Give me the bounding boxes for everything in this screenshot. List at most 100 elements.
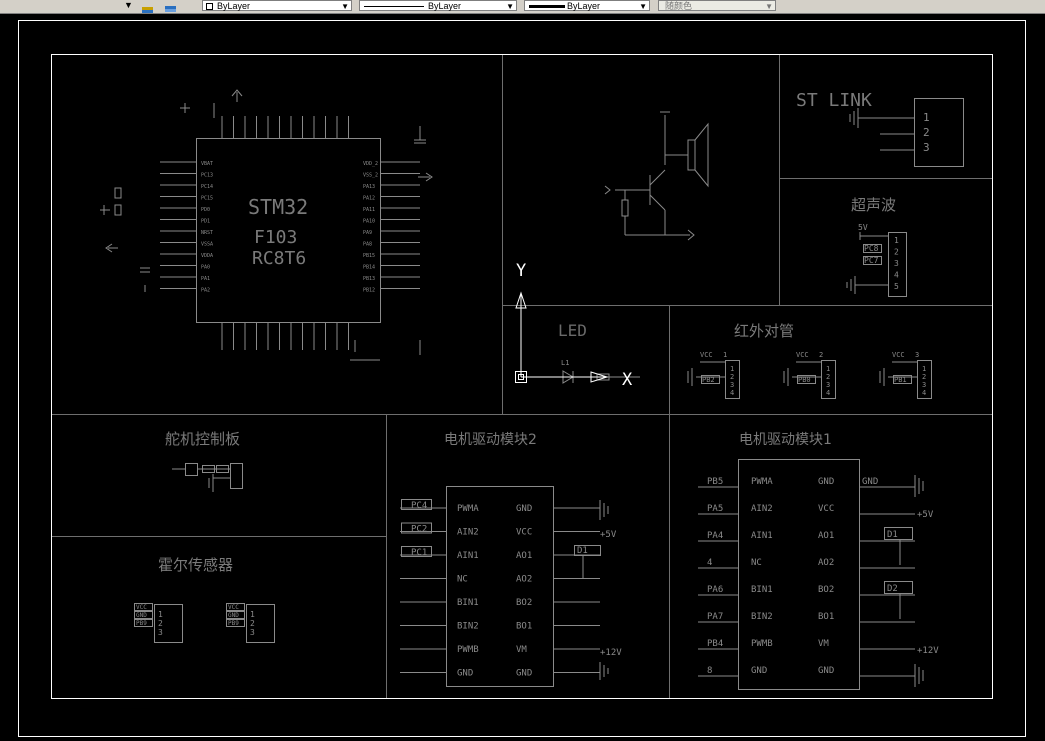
stlink-title: ST LINK <box>796 90 872 111</box>
hall-label: VCC <box>136 604 147 611</box>
frame-grid <box>52 55 992 698</box>
hall-label: PB9 <box>228 620 239 627</box>
hall-label-box <box>134 619 153 627</box>
hall-label: PB9 <box>136 620 147 627</box>
hall-pin-number: 2 <box>158 619 163 628</box>
ultrasonic-pin-number: 3 <box>894 259 899 268</box>
ultrasonic-pin-number: 5 <box>894 282 899 291</box>
ir-connector-body <box>917 360 932 399</box>
motor2-title: 电机驱动模块2 <box>444 432 537 448</box>
ir-signal-label: PB1 <box>894 376 907 384</box>
stlink-pin-number: 2 <box>923 126 930 139</box>
stlink-pin-number: 1 <box>923 111 930 124</box>
motor2-right-pin-label: BO1 <box>516 622 532 632</box>
mcu-block[interactable] <box>100 89 433 361</box>
mcu-left-pin-label: PD0 <box>201 207 210 213</box>
ir-signal-label: PB0 <box>798 376 811 384</box>
mcu-part-line2: RC8T6 <box>252 248 306 269</box>
ir-pin-number: 4 <box>826 389 830 397</box>
hall-connector-body <box>154 604 183 643</box>
hall-label-box <box>226 603 245 611</box>
motor2-body <box>446 486 554 687</box>
ultrasonic-title: 超声波 <box>851 196 896 214</box>
chevron-down-icon[interactable]: ▼ <box>639 2 647 11</box>
hall-pin-number: 3 <box>250 628 255 637</box>
ir-pin-number: 2 <box>730 373 734 381</box>
mcu-power-arrow <box>231 89 243 102</box>
motor1-right-pin-label: GND <box>818 666 834 676</box>
hall-label-box <box>134 611 153 619</box>
motor1-right-pin-label: GND <box>818 477 834 487</box>
motor1-right-pin-label: AO1 <box>818 531 834 541</box>
buzzer-circuit[interactable] <box>604 111 709 241</box>
ir-number-label: 2 <box>819 351 823 359</box>
motor1-12v-label: +12V <box>917 646 939 656</box>
servo-connector[interactable] <box>172 463 243 493</box>
hall-label: GND <box>136 612 147 619</box>
hall-label-box <box>226 619 245 627</box>
ultrasonic-sig2-label: PC7 <box>864 256 879 265</box>
mcu-right-pin-label: PA13 <box>363 184 375 190</box>
mcu-left-pin-label: PC15 <box>201 196 213 202</box>
ir-vcc-label: VCC <box>700 351 713 359</box>
led-ref: L1 <box>561 359 569 367</box>
motor1-module[interactable] <box>738 459 860 690</box>
layer-dropdown-arrow[interactable]: ▼ <box>124 0 133 10</box>
motor1-title: 电机驱动模块1 <box>739 432 832 448</box>
ir-pin-number: 4 <box>922 389 926 397</box>
layer-states-icon[interactable] <box>164 0 178 12</box>
speaker-icon <box>687 122 709 188</box>
mcu-right-pin-label: PB15 <box>363 253 375 259</box>
motor1-motor2-label: D2 <box>887 584 898 594</box>
motor1-motor2-box <box>884 581 913 594</box>
mcu-left-pins <box>160 161 196 289</box>
lineweight-preview <box>529 5 565 8</box>
mcu-left-pin-label: PA2 <box>201 288 210 294</box>
mcu-bottom-pins <box>221 322 349 350</box>
ir-signal-box <box>893 375 912 384</box>
drawing-frame <box>51 54 993 699</box>
hall-connector-body <box>246 604 275 643</box>
motor2-module[interactable] <box>446 486 554 687</box>
ir-number-label: 3 <box>915 351 919 359</box>
layer-previous-icon[interactable] <box>141 0 155 13</box>
ir-pin-number: 3 <box>730 381 734 389</box>
chevron-down-icon[interactable]: ▼ <box>506 2 514 11</box>
mcu-left-pin-label: PA0 <box>201 265 210 271</box>
color-control-combo[interactable]: ByLayer ▼ <box>202 0 352 11</box>
motor1-body <box>738 459 860 690</box>
motor1-net-label: PA7 <box>707 612 723 622</box>
mcu-left-pin-label: PC13 <box>201 173 213 179</box>
lineweight-control-value: ByLayer <box>567 1 601 11</box>
motor1-5v-label: +5V <box>917 510 934 520</box>
drawing-canvas[interactable]: STM32 F103 RC8T6 VBATPC13PC14PC15PD0PD1N… <box>0 14 1045 741</box>
hall-label-box <box>134 603 153 611</box>
motor1-gnd-label: GND <box>862 477 878 487</box>
ultrasonic-sig1-label: PC8 <box>864 244 879 253</box>
ultrasonic-connector[interactable] <box>846 232 907 297</box>
motor2-net-box <box>401 499 432 510</box>
chevron-down-icon[interactable]: ▼ <box>341 2 349 11</box>
hall-pin-number: 3 <box>158 628 163 637</box>
ultrasonic-vcc-label: 5V <box>858 223 868 232</box>
linetype-control-combo[interactable]: ByLayer ▼ <box>359 0 517 11</box>
stlink-connector[interactable] <box>849 98 964 167</box>
mcu-right-pin-label: PA9 <box>363 230 372 236</box>
chevron-down-icon: ▼ <box>765 2 773 11</box>
mcu-left-pin-label: PA1 <box>201 276 210 282</box>
ir-pin-number: 1 <box>826 365 830 373</box>
lineweight-control-combo[interactable]: ByLayer ▼ <box>524 0 650 11</box>
motor1-left-pin-label: PWMB <box>751 639 773 649</box>
motor2-right-pin-label: GND <box>516 669 532 679</box>
motor1-left-pin-label: BIN1 <box>751 585 773 595</box>
motor2-net-label: PC1 <box>411 548 427 558</box>
hall-pin-number: 2 <box>250 619 255 628</box>
stlink-pin-number: 3 <box>923 141 930 154</box>
